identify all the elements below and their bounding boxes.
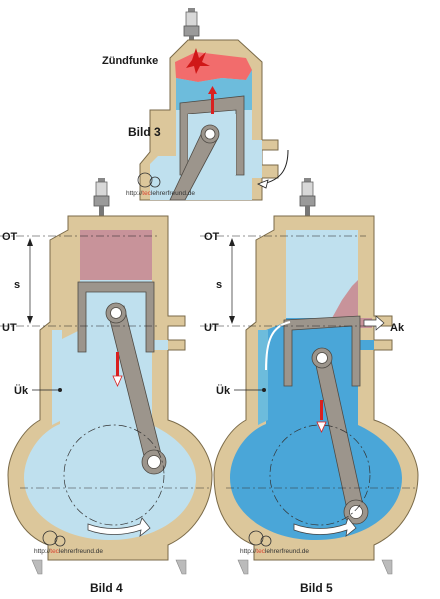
svg-text:http://teclehrerfreund.de: http://teclehrerfreund.de — [126, 190, 195, 197]
spark-label: Zündfunke — [102, 55, 158, 67]
flow-arrow-icon — [257, 149, 289, 189]
ut-label-bild4: UT — [2, 322, 17, 334]
svg-text:http://teclehrerfreund.de: http://teclehrerfreund.de — [240, 548, 309, 555]
watermark-bild5: http://teclehrerfreund.de — [240, 530, 309, 555]
uk-label-bild4: Ük — [14, 384, 29, 397]
rotation-arrow-icon — [293, 517, 357, 537]
stroke-label-bild4: s — [14, 279, 20, 291]
transfer-channel — [52, 330, 62, 425]
spark-plug-icon — [299, 178, 316, 216]
bild5-caption: Bild 5 — [300, 581, 333, 595]
ak-label: Ak — [390, 322, 405, 334]
spark-burst-icon — [186, 48, 210, 74]
piston-down-arrow-icon — [316, 400, 327, 433]
transfer-channel — [258, 330, 268, 425]
engine-bild4: OT UT s Ük http://teclehrerfreund.de Bil… — [0, 178, 213, 595]
combustion-gases — [80, 230, 152, 280]
stroke-label-bild5: s — [216, 279, 222, 291]
rotation-arrow-icon — [87, 517, 151, 537]
crankcase-fill — [230, 318, 402, 540]
uk-label-bild5: Ük — [216, 384, 231, 397]
transfer-flow-arrow-icon — [265, 321, 291, 371]
bild3-caption: Bild 3 — [128, 125, 161, 139]
piston — [77, 281, 155, 353]
spark-plug-icon — [93, 178, 110, 216]
ot-label-bild4: OT — [2, 231, 18, 243]
ot-label-bild5: OT — [204, 231, 220, 243]
watermark-bild4: http://teclehrerfreund.de — [34, 530, 103, 555]
ut-label-bild5: UT — [204, 322, 219, 334]
svg-text:http://teclehrerfreund.de: http://teclehrerfreund.de — [34, 548, 103, 555]
piston-up-arrow-icon — [208, 86, 217, 114]
bild4-caption: Bild 4 — [90, 581, 123, 595]
engine-bild3: http://teclehrerfreund.de Zündfunke Bild… — [102, 8, 289, 201]
crank-path — [63, 424, 165, 526]
watermark-bild3: http://teclehrerfreund.de — [126, 172, 195, 197]
fresh-charge — [286, 230, 358, 318]
spark-plug-icon — [183, 8, 200, 44]
engine-bild5: OT UT s Ük Ak http://teclehrerfreund.de … — [200, 178, 419, 595]
piston-down-arrow-icon — [112, 352, 123, 387]
exhaust-gases — [332, 280, 358, 318]
